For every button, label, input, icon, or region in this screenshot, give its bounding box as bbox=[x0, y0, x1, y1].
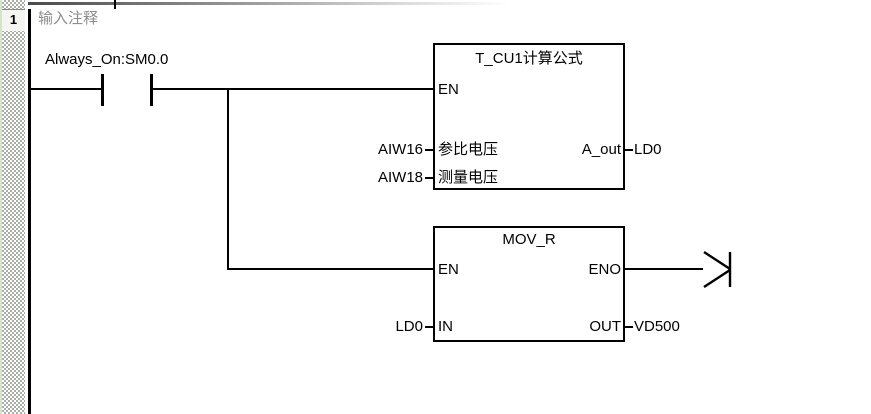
left-power-rail bbox=[28, 9, 31, 414]
block1-operand-in2[interactable]: AIW18 bbox=[377, 169, 423, 186]
network-separator-bar bbox=[28, 2, 510, 5]
contact-left-bar[interactable] bbox=[101, 74, 104, 106]
wire-branch-to-block2 bbox=[229, 268, 433, 270]
contact-right-bar[interactable] bbox=[150, 74, 153, 106]
block1-title: T_CU1计算公式 bbox=[475, 50, 583, 67]
previous-network-wire-stub bbox=[114, 0, 116, 9]
block2-pin-en: EN bbox=[438, 261, 459, 278]
continuation-arrow-icon bbox=[703, 250, 732, 289]
block1-operand-out[interactable]: LD0 bbox=[634, 141, 662, 158]
block2-pin-eno: ENO bbox=[588, 261, 621, 278]
block1-pin-in2: 测量电压 bbox=[438, 169, 499, 186]
wire-eno-out bbox=[625, 268, 703, 270]
wire-rail-to-contact bbox=[31, 88, 101, 90]
function-block-mov-r[interactable] bbox=[433, 226, 625, 342]
block2-title: MOV_R bbox=[502, 231, 556, 248]
wire-stub-aiw18 bbox=[425, 177, 433, 179]
wire-stub-aiw16 bbox=[425, 149, 433, 151]
block1-pin-in1: 参比电压 bbox=[438, 141, 499, 158]
block1-pin-out: A_out bbox=[581, 141, 621, 158]
window-left-edge bbox=[0, 0, 2, 414]
wire-branch-vertical bbox=[227, 88, 229, 270]
block1-pin-en: EN bbox=[438, 81, 459, 98]
block2-operand-in[interactable]: LD0 bbox=[395, 318, 423, 335]
wire-stub-ld0-in bbox=[425, 326, 433, 328]
block2-operand-out[interactable]: VD500 bbox=[634, 318, 680, 335]
wire-contact-to-block1 bbox=[153, 88, 433, 90]
block2-pin-in: IN bbox=[438, 318, 453, 335]
contact-label[interactable]: Always_On:SM0.0 bbox=[45, 51, 169, 68]
wire-stub-vd500 bbox=[625, 326, 633, 328]
block2-pin-out: OUT bbox=[589, 318, 621, 335]
block1-operand-in1[interactable]: AIW16 bbox=[377, 141, 423, 158]
function-block-t-cu1[interactable] bbox=[433, 43, 625, 190]
network-margin-column bbox=[2, 0, 25, 414]
wire-stub-aout bbox=[625, 149, 633, 151]
network-comment[interactable]: 输入注释 bbox=[38, 10, 99, 27]
network-number-badge[interactable]: 1 bbox=[2, 9, 25, 31]
